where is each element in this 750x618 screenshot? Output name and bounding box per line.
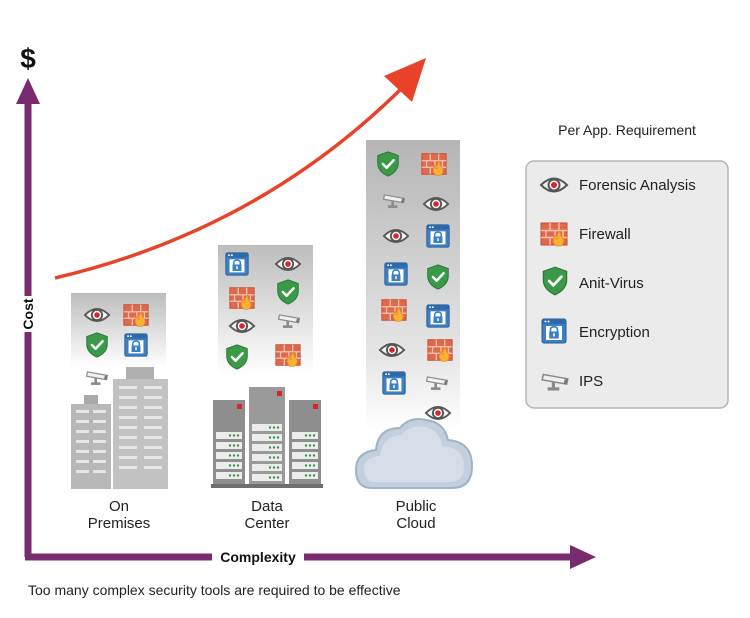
data-center-group: Data Center [211,245,323,532]
legend-item-label: Anit-Virus [579,275,644,292]
legend-item-encryption: Encryption [541,318,650,344]
lock-icon [541,318,567,344]
x-axis [25,545,596,569]
legend-item-label: Encryption [579,324,650,341]
firewall-icon [427,339,453,362]
tools-panel [366,140,460,430]
y-axis-label: Cost [20,298,36,329]
x-axis-arrowhead [570,545,596,569]
firewall-icon [381,299,407,322]
env-label-line1: Data [251,498,283,515]
server-rack-icon [211,387,323,488]
lock-icon [124,333,148,357]
cost-trend-arrow [54,58,426,280]
env-label-line2: Cloud [396,515,435,532]
env-label-line1: On [109,498,129,515]
env-label-line2: Premises [88,515,151,532]
legend-title: Per App. Requirement [558,122,696,138]
legend-item-forensic-analysis: Forensic Analysis [540,177,696,194]
legend-item-ips: IPS [541,373,603,392]
legend-box [525,160,729,409]
lock-icon [382,371,406,395]
on-premises-group: On Premises [71,293,168,532]
caption: Too many complex security tools are requ… [28,582,401,598]
lock-icon [225,252,249,276]
office-building-icon [71,367,168,489]
firewall-icon [275,344,301,367]
lock-icon [426,224,450,248]
firewall-icon [123,304,149,327]
cloud-icon [354,418,474,489]
legend: Per App. Requirement Forensic Analysis F… [525,122,729,409]
lock-icon [426,304,450,328]
public-cloud-group: Public Cloud [354,140,474,532]
legend-item-firewall: Firewall [540,222,631,247]
legend-item-label: IPS [579,373,603,390]
legend-item-anti-virus: Anit-Virus [541,265,644,297]
dollar-symbol: $ [20,43,36,74]
legend-item-label: Forensic Analysis [579,177,696,194]
firewall-icon [421,153,447,176]
camera-icon [85,371,109,386]
y-axis-arrowhead [16,78,40,104]
legend-item-label: Firewall [579,226,631,243]
lock-icon [384,262,408,286]
firewall-icon [540,222,568,247]
env-label-line1: Public [396,498,437,515]
x-axis-label: Complexity [220,549,296,565]
env-label-line2: Center [244,515,289,532]
firewall-icon [229,287,255,310]
tools-panel [71,293,166,367]
